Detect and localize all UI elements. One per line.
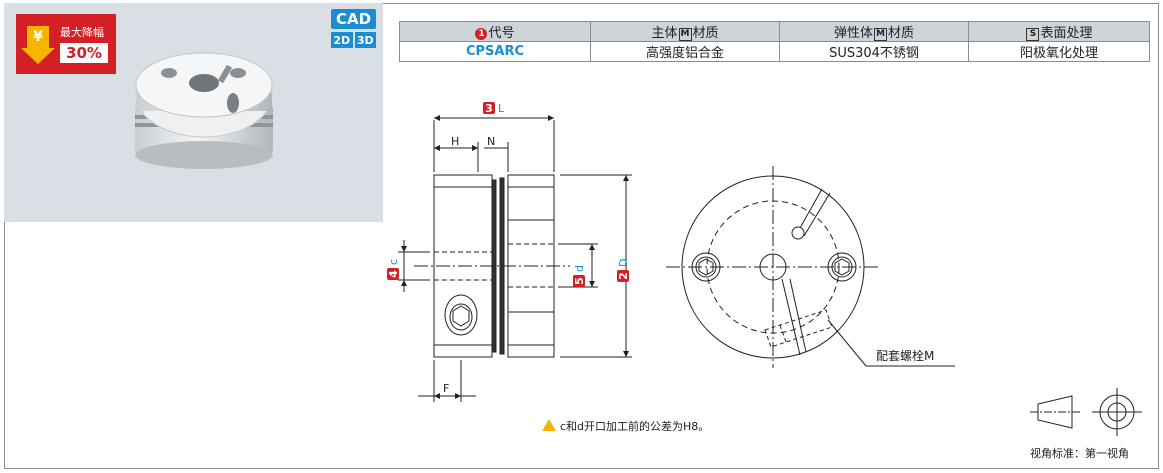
front-view — [666, 166, 955, 368]
header-surface-text: 表面处理 — [1040, 26, 1093, 41]
cad-title: CAD — [331, 9, 376, 29]
dim-d-label: d — [573, 265, 586, 272]
tolerance-note: c和d开口加工前的公差为H8。 — [542, 418, 709, 434]
bolt-leader-label: 配套螺栓M — [876, 348, 934, 363]
header-code-marker: 1 — [475, 28, 488, 40]
cad-download[interactable]: CAD 2D 3D — [331, 9, 376, 48]
discount-percent: 30% — [60, 43, 108, 63]
header-elastic-prefix: 弹性体 — [833, 26, 873, 41]
arrow-down-icon — [21, 48, 55, 64]
header-elastic-text: 材质 — [888, 26, 915, 41]
dim-L: 3 L — [483, 102, 505, 115]
dim-d-num: 5 — [573, 277, 586, 285]
first-angle-projection-icon — [1030, 388, 1142, 436]
discount-badge: ¥ 最大降幅 30% — [16, 14, 116, 74]
dim-D-num: 2 — [617, 272, 630, 280]
coupling-product-image — [135, 52, 273, 169]
material-marker-icon: M — [678, 28, 692, 41]
dim-F-label: F — [443, 382, 449, 395]
header-code-text: 代号 — [488, 26, 515, 41]
dim-c-num: 4 — [387, 270, 400, 278]
material-marker-icon: M — [874, 28, 887, 41]
cad-3d-button[interactable]: 3D — [354, 32, 376, 48]
discount-label: 最大降幅 — [60, 26, 104, 39]
body-material-value: 高强度铝合金 — [590, 41, 780, 62]
dim-L-label: L — [498, 102, 505, 115]
dim-D: 2 D — [617, 259, 630, 282]
tolerance-note-text: c和d开口加工前的公差为H8。 — [560, 420, 710, 433]
dim-c-label: c — [387, 259, 400, 265]
spec-table-row: CPSARC 高强度铝合金 SUS304不锈钢 阳极氧化处理 — [399, 41, 1150, 62]
dim-N-label: N — [487, 135, 495, 148]
surface-marker-icon: S — [1026, 28, 1040, 41]
elastic-material-value: SUS304不锈钢 — [779, 41, 969, 62]
cad-2d-button[interactable]: 2D — [331, 32, 353, 48]
warning-icon — [542, 419, 556, 431]
view-standard-label: 视角标准：第一视角 — [1030, 447, 1129, 460]
yen-arrow-icon: ¥ — [27, 26, 49, 48]
dim-D-label: D — [617, 259, 630, 267]
header-body-text: 材质 — [692, 26, 719, 41]
dim-H-label: H — [451, 135, 459, 148]
dim-L-num: 3 — [485, 102, 493, 115]
dim-c: 4 c — [387, 259, 400, 280]
dim-d: 5 d — [573, 265, 586, 287]
part-code-link[interactable]: CPSARC — [399, 41, 591, 62]
header-body-prefix: 主体 — [651, 26, 678, 41]
surface-value: 阳极氧化处理 — [968, 41, 1150, 62]
